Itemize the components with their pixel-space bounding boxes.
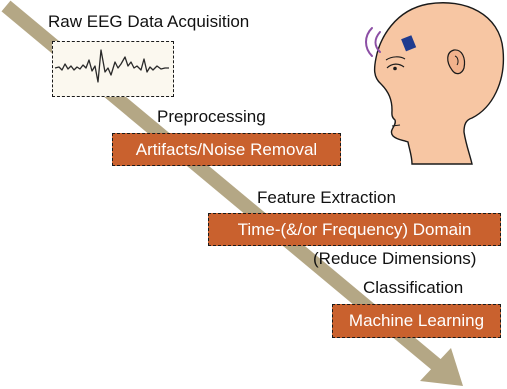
classification-box: Machine Learning [332, 304, 501, 338]
feature-extraction-title: Feature Extraction [257, 188, 396, 207]
eeg-electrode-icon [401, 35, 417, 52]
feature-extraction-box: Time-(&/or Frequency) Domain [208, 213, 501, 246]
eeg-signal-box [52, 41, 174, 97]
acquisition-title: Raw EEG Data Acquisition [48, 12, 250, 31]
signal-waves-icon [365, 27, 381, 57]
classification-title: Classification [363, 278, 464, 297]
human-head-profile-icon [373, 2, 505, 165]
feature-extraction-note: (Reduce Dimensions) [313, 249, 477, 268]
flow-arrow-head [420, 348, 463, 386]
preprocessing-box: Artifacts/Noise Removal [112, 133, 341, 166]
eeg-signal-trace-icon [54, 49, 169, 83]
preprocessing-title: Preprocessing [157, 107, 266, 126]
